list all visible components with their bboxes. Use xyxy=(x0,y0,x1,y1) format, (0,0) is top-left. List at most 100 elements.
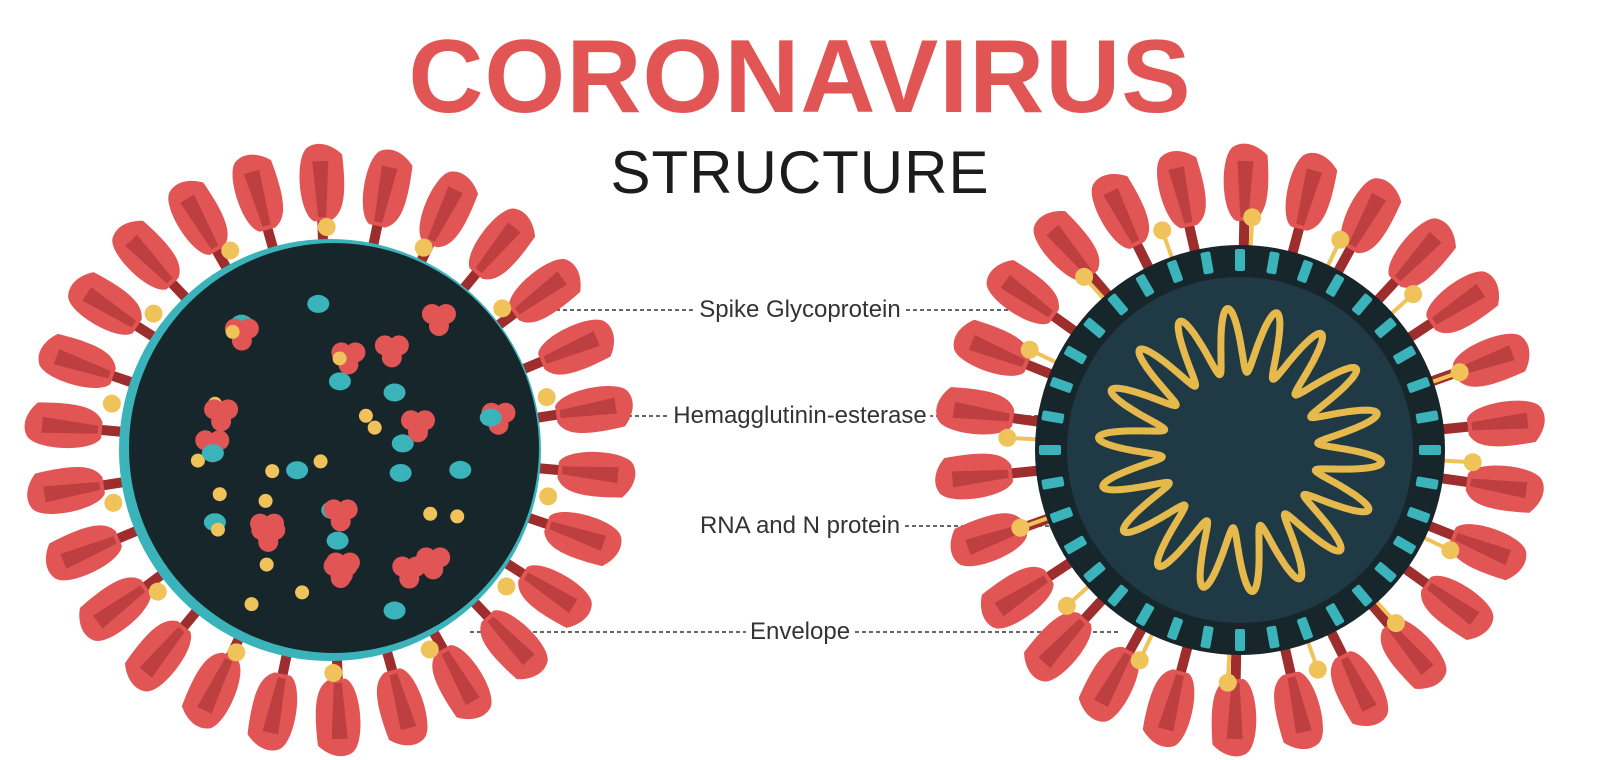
membrane-segment xyxy=(1049,507,1073,523)
membrane-protein xyxy=(1266,251,1280,275)
spike-top-cluster xyxy=(401,410,436,443)
he-stem xyxy=(1085,278,1107,302)
membrane-segment xyxy=(1415,410,1439,424)
spike-head-shade xyxy=(523,572,578,613)
spike-head-shade xyxy=(561,466,619,484)
spike-head-shade xyxy=(1296,168,1323,226)
membrane-protein xyxy=(1419,445,1441,455)
membrane-segment xyxy=(1200,251,1214,275)
cluster-lobe xyxy=(399,568,420,589)
spike-head-shade xyxy=(374,165,398,223)
membrane-segment xyxy=(1407,377,1431,393)
he-stem xyxy=(1305,638,1319,667)
he-stem xyxy=(1440,458,1469,464)
membrane-protein xyxy=(1393,535,1416,555)
spike-head-shade xyxy=(53,349,111,379)
he-head xyxy=(1020,340,1039,359)
membrane-protein xyxy=(1107,293,1128,316)
cluster-lobe xyxy=(211,411,232,432)
membrane-segment xyxy=(1235,629,1245,651)
cluster-lobe xyxy=(423,559,444,580)
spike-head-shade xyxy=(93,585,146,629)
surface-dot xyxy=(295,585,310,600)
he-stem xyxy=(1248,221,1254,250)
label-envelope: Envelope xyxy=(745,618,855,646)
membrane-protein xyxy=(1200,625,1214,649)
surface-dot xyxy=(358,408,373,423)
membrane-segment xyxy=(1041,410,1065,424)
surface-blob xyxy=(391,434,414,453)
spike-head-shade xyxy=(965,524,1022,555)
membrane-segment xyxy=(1107,293,1128,316)
hemagglutinin-dot xyxy=(104,493,123,512)
membrane-protein xyxy=(1041,476,1065,490)
membrane-segment xyxy=(1064,345,1087,365)
hemagglutinin-dot xyxy=(420,640,439,659)
membrane-protein xyxy=(1297,617,1313,641)
surface-blob xyxy=(479,408,502,427)
membrane-protein xyxy=(1407,507,1431,523)
hemagglutinin-dot xyxy=(102,394,121,413)
spike-top-cluster xyxy=(204,399,239,432)
hemagglutinin-esterase xyxy=(1130,630,1156,670)
membrane-protein xyxy=(1135,603,1155,626)
spike-head-shade xyxy=(1046,224,1092,276)
membrane-segment xyxy=(1415,476,1439,490)
he-head xyxy=(1386,614,1405,633)
spike-head-shade xyxy=(1168,166,1193,224)
he-stem xyxy=(1428,371,1457,385)
hemagglutinin-dot xyxy=(148,582,167,601)
hemagglutinin-esterase xyxy=(1305,638,1327,679)
membrane-segment xyxy=(1200,625,1214,649)
he-head xyxy=(1075,267,1094,286)
he-stem xyxy=(1011,436,1040,442)
spike-head-shade xyxy=(968,335,1026,368)
he-head xyxy=(1450,363,1469,382)
hemagglutinin-dot xyxy=(221,241,240,260)
spike-head-shade xyxy=(1157,674,1184,732)
surface-blob xyxy=(307,294,330,313)
spike-head-shade xyxy=(1454,532,1512,565)
membrane-segment xyxy=(1266,625,1280,649)
spike-head-shade xyxy=(487,616,535,666)
spike-top-cluster xyxy=(323,499,358,532)
cluster-lobe xyxy=(257,525,278,546)
virus-cross-section xyxy=(935,143,1545,757)
membrane-protein xyxy=(1049,377,1073,393)
membrane-protein xyxy=(1200,251,1214,275)
membrane-segment xyxy=(1135,603,1155,626)
spike-head-shade xyxy=(1470,478,1528,499)
hemagglutinin-esterase xyxy=(1373,598,1405,633)
he-head xyxy=(1011,518,1030,537)
spike-top-cluster xyxy=(416,547,451,580)
spike-head-shade xyxy=(1394,231,1442,282)
spike-head-shade xyxy=(389,673,417,731)
spike-head-shade xyxy=(1348,192,1387,248)
he-head xyxy=(998,428,1017,447)
spike-head-shade xyxy=(197,658,233,714)
cluster-lobe xyxy=(381,347,402,368)
hemagglutinin-esterase xyxy=(1440,453,1482,472)
spike-head-shade xyxy=(180,194,219,250)
hemagglutinin-esterase xyxy=(1388,285,1423,317)
spike-head-shade xyxy=(1237,160,1254,218)
spike-top-cluster xyxy=(374,335,409,368)
surface-dot xyxy=(332,351,347,366)
surface-dot xyxy=(210,522,225,537)
membrane-protein xyxy=(1167,259,1183,283)
hemagglutinin-dot xyxy=(414,238,433,257)
he-stem xyxy=(1373,598,1395,622)
surface-blob xyxy=(383,601,406,620)
membrane-protein xyxy=(1325,274,1345,297)
spike-head-shade xyxy=(1038,618,1086,669)
spike-head-shade xyxy=(1426,582,1480,626)
membrane-protein xyxy=(1235,629,1245,651)
hemagglutinin-esterase xyxy=(998,428,1040,447)
he-head xyxy=(1057,596,1076,615)
spike-head-shade xyxy=(331,682,348,740)
membrane-protein xyxy=(1135,274,1155,297)
he-head xyxy=(1441,541,1460,560)
membrane-protein xyxy=(1064,345,1087,365)
spike-head-shade xyxy=(1226,682,1243,740)
